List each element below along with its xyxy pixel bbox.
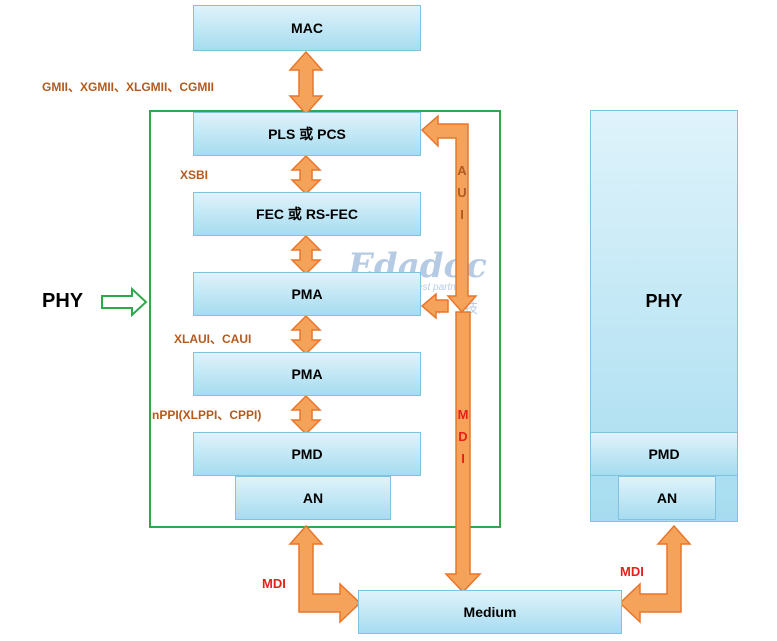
nppi-label: nPPI(XLPPI、CPPI) (152, 408, 262, 422)
phy-left-label: PHY (42, 290, 84, 312)
pls-pcs-box: PLS 或 PCS (193, 112, 421, 156)
aui-letter-a: A (457, 163, 467, 178)
arrow-mdi-left (288, 524, 362, 624)
mdi-right-label: MDI (620, 564, 644, 579)
an-box-right: AN (618, 476, 716, 520)
xlaui-label: XLAUI、CAUI (174, 332, 252, 346)
mdi-letter-i: I (461, 451, 465, 466)
phy-pointer-arrow (101, 286, 148, 318)
fec-box: FEC 或 RS-FEC (193, 192, 421, 236)
mdi-vertical-label: M D I (456, 404, 470, 470)
mdi-letter-d: D (458, 429, 468, 444)
pma-box-lower: PMA (193, 352, 421, 396)
mac-box: MAC (193, 5, 421, 51)
phy-frame (149, 110, 501, 528)
aui-vertical-label: A U I (455, 160, 469, 226)
arrow-pls-fec (290, 154, 322, 196)
arrow-mdi-center (444, 311, 482, 594)
xsbi-label: XSBI (180, 168, 209, 182)
medium-box: Medium (358, 590, 622, 634)
arrow-mac-pls (288, 50, 324, 116)
arrow-pma-pma (290, 314, 322, 356)
an-box-left: AN (235, 476, 391, 520)
mdi-letter-m: M (457, 407, 469, 422)
arrow-pma-side (420, 292, 449, 320)
aui-letter-u: U (457, 185, 467, 200)
arrow-fec-pma (290, 234, 322, 276)
pmd-box-left: PMD (193, 432, 421, 476)
arrow-pma-pmd (290, 394, 322, 436)
pma-box-upper: PMA (193, 272, 421, 316)
pmd-box-right: PMD (590, 432, 738, 476)
mdi-left-label: MDI (262, 576, 286, 591)
watermark-tagline: Your best partner (388, 282, 465, 293)
aui-letter-i: I (460, 207, 464, 222)
gmii-label: GMII、XGMII、XLGMII、CGMII (42, 80, 214, 94)
phy-box-right-label: PHY (645, 291, 683, 311)
